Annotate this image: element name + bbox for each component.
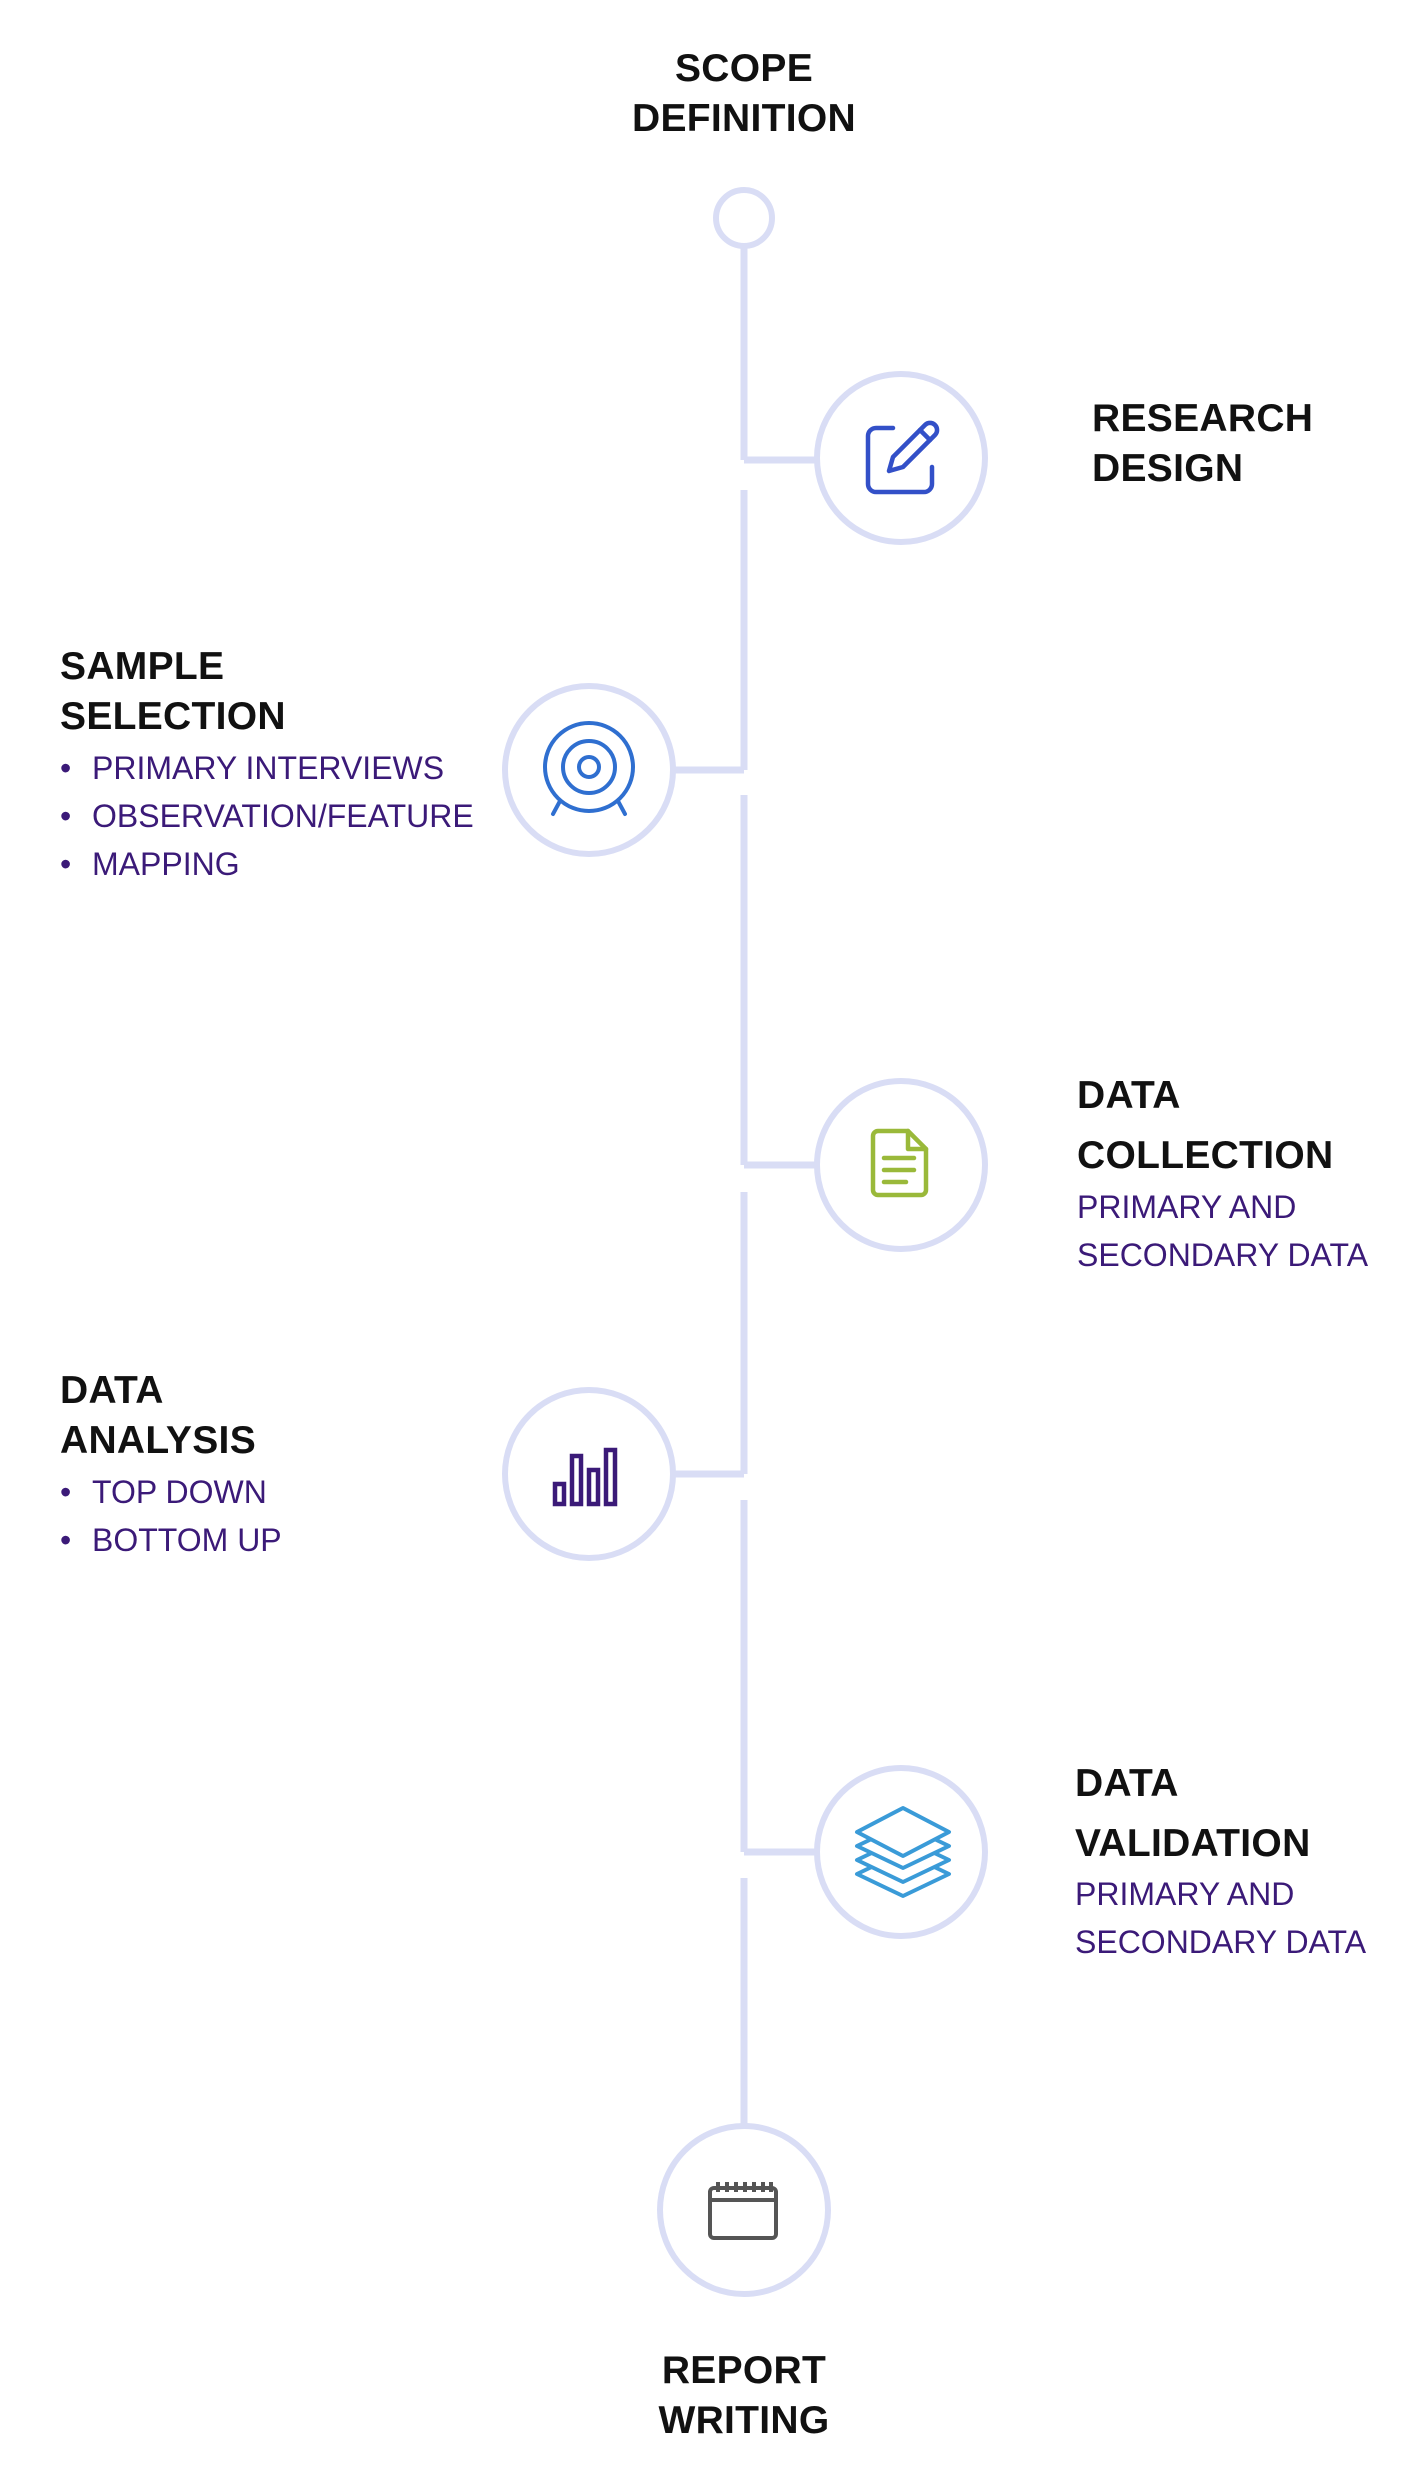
scope-definition-title: SCOPE DEFINITION	[632, 47, 856, 140]
data-analysis-title: DATA ANALYSIS	[60, 1369, 257, 1462]
data-validation-title: DATA VALIDATION	[1075, 1762, 1311, 1865]
connectors	[673, 246, 815, 2124]
data-analysis-list: TOP DOWN BOTTOM UP	[60, 1468, 282, 1564]
sample-selection-node	[502, 683, 676, 857]
data-collection-title: DATA COLLECTION	[1077, 1074, 1334, 1177]
bar-2	[569, 1453, 584, 1507]
list-item: BOTTOM UP	[60, 1516, 282, 1564]
list-item: OBSERVATION/FEATURE	[60, 792, 474, 840]
bar-4	[603, 1447, 618, 1507]
list-item: PRIMARY INTERVIEWS	[60, 744, 474, 792]
report-writing-title: REPORT WRITING	[658, 2349, 830, 2442]
data-validation-subtitle: PRIMARY AND SECONDARY DATA	[1075, 1876, 1367, 1960]
data-collection-node	[814, 1078, 988, 1252]
list-item: TOP DOWN	[60, 1468, 282, 1516]
bar-chart-icon	[552, 1447, 618, 1507]
bar-3	[586, 1467, 601, 1507]
target-icon	[543, 721, 635, 816]
calendar-icon	[708, 2182, 778, 2240]
report-writing-node	[657, 2123, 831, 2297]
research-design-title: RESEARCH DESIGN	[1092, 397, 1314, 490]
sample-selection-title: SAMPLE SELECTION	[60, 645, 286, 738]
bar-1	[552, 1481, 567, 1507]
list-item: MAPPING	[60, 840, 474, 888]
sample-selection-list: PRIMARY INTERVIEWS OBSERVATION/FEATURE M…	[60, 744, 474, 888]
data-collection-subtitle: PRIMARY AND SECONDARY DATA	[1077, 1189, 1369, 1273]
document-icon	[870, 1128, 929, 1198]
research-design-node	[814, 371, 988, 545]
layers-icon	[855, 1806, 951, 1898]
edit-icon	[865, 420, 940, 495]
start-node	[713, 187, 775, 249]
